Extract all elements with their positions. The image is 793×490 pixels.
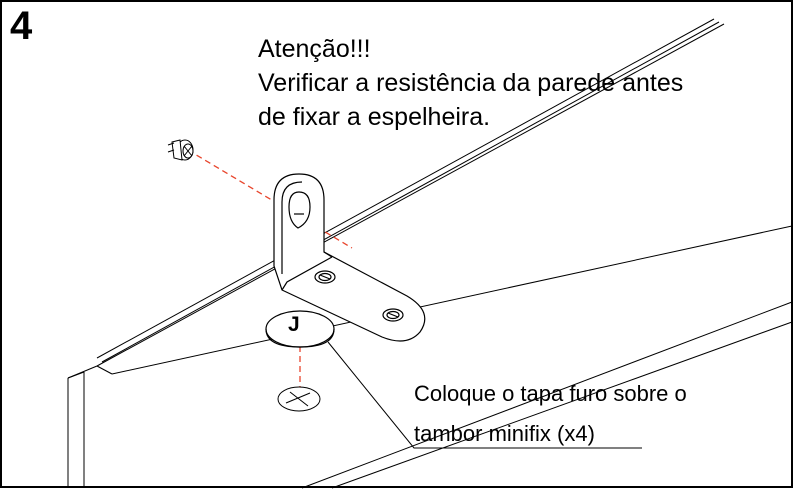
leader-line [327,341,642,449]
instruction-text: Coloque o tapa furo sobre o tambor minif… [414,374,687,454]
warning-text: Atenção!!! Verificar a resistência da pa… [258,32,683,134]
instruction-line-2: tambor minifix (x4) [414,421,595,446]
instruction-line-1: Coloque o tapa furo sobre o [414,381,687,406]
cover-cap-j [265,310,335,348]
cabinet-top-edge [96,18,725,367]
cabinet-body [67,225,793,489]
l-bracket [273,173,426,342]
part-label-j: J [288,313,300,336]
screw-icon [167,139,194,161]
warning-line-2: de fixar a espelheira. [258,103,491,131]
warning-line-1: Verificar a resistência da parede antes [258,69,684,97]
step-number: 4 [10,4,33,48]
minifix-hole [277,386,321,412]
warning-title: Atenção!!! [258,35,371,63]
